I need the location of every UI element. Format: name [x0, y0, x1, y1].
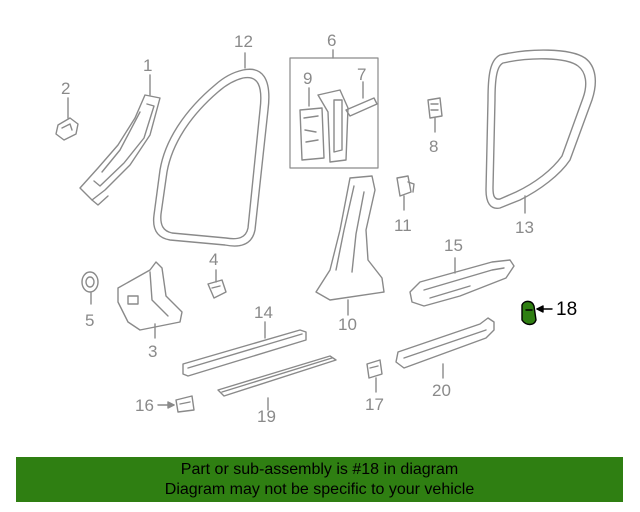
callout-17: 17 [365, 395, 384, 414]
part-14-front-sill-plate [182, 321, 307, 377]
callout-2: 2 [61, 79, 71, 98]
callout-9: 9 [303, 69, 313, 88]
callout-3: 3 [148, 342, 158, 361]
part-16-clip [157, 395, 195, 413]
callout-15: 15 [444, 236, 463, 255]
part-15-rear-scuff-plate [409, 257, 515, 307]
part-3-kick-panel [117, 261, 183, 339]
callout-16: 16 [135, 396, 154, 415]
callout-10: 10 [338, 315, 357, 334]
callout-4: 4 [209, 250, 219, 269]
callout-12: 12 [234, 32, 253, 51]
part-12-front-door-seal [152, 52, 270, 247]
callout-13: 13 [515, 218, 534, 237]
callout-5: 5 [85, 311, 95, 330]
part-17-clip [366, 359, 383, 393]
callout-14: 14 [254, 303, 273, 322]
callout-19: 19 [257, 407, 276, 426]
part-20-rear-sill-plate [395, 317, 495, 379]
callout-1: 1 [143, 56, 153, 75]
part-18-clip-highlighted [521, 300, 553, 326]
part-5-grommet [81, 271, 99, 305]
callout-11: 11 [394, 216, 412, 235]
part-6-bracket-group [289, 49, 379, 169]
callout-18-highlighted: 18 [556, 299, 578, 320]
callout-20: 20 [432, 381, 451, 400]
callout-6: 6 [327, 31, 337, 50]
info-banner: Part or sub-assembly is #18 in diagram D… [16, 457, 623, 502]
parts-diagram-art [55, 49, 597, 413]
callout-7: 7 [357, 65, 367, 84]
part-19-side-sill-strip [217, 355, 337, 411]
part-1-a-pillar-trim [79, 74, 161, 206]
banner-line-part-info: Part or sub-assembly is #18 in diagram [180, 461, 459, 478]
banner-line-disclaimer: Diagram may not be specific to your vehi… [164, 481, 475, 498]
part-8-clip [427, 97, 443, 133]
part-10-b-pillar-trim [315, 175, 385, 316]
part-11-clip [396, 175, 415, 211]
part-2-clip [55, 97, 79, 141]
callout-8: 8 [429, 137, 439, 156]
part-13-rear-door-seal [485, 49, 597, 214]
part-4-clip [207, 269, 227, 299]
